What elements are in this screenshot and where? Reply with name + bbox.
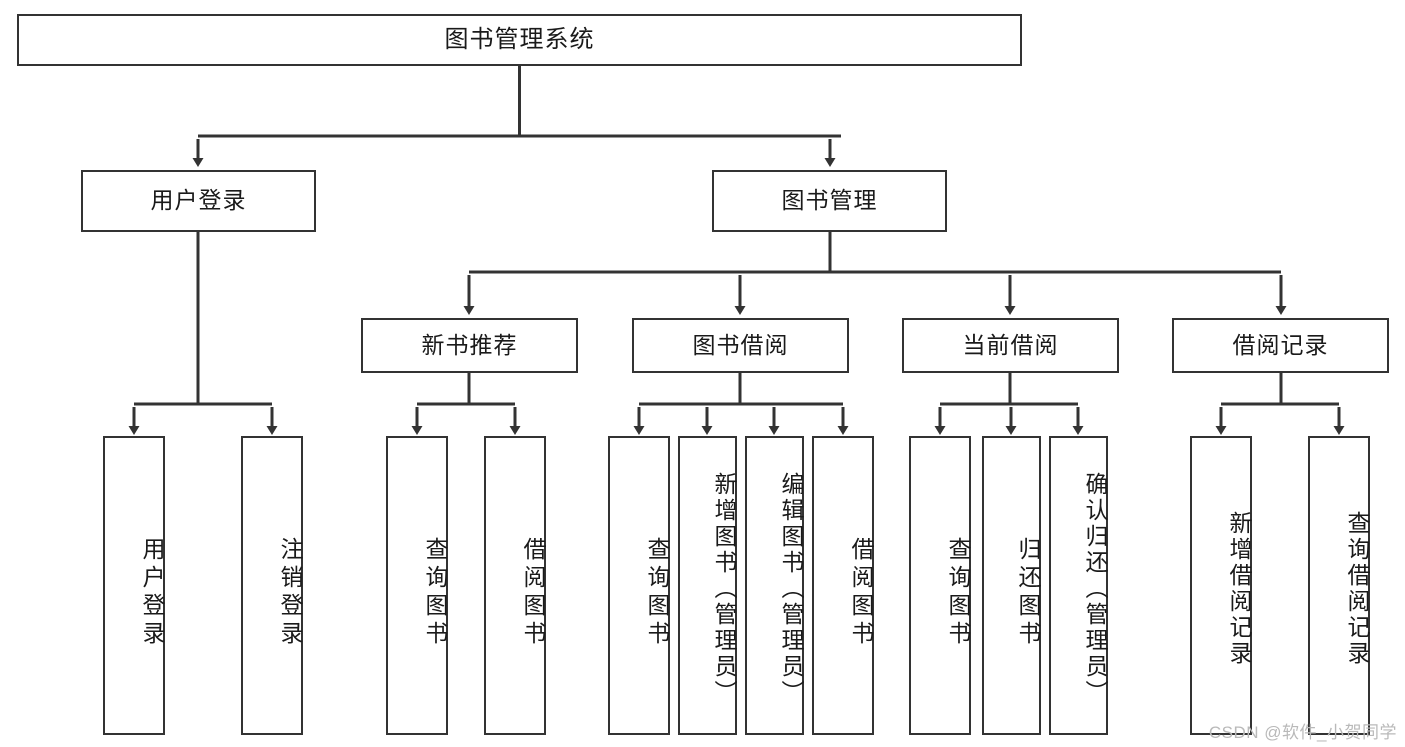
node-borrow-record[interactable]: 借阅记录 (1172, 318, 1389, 373)
leaf-confirm-return-admin[interactable]: 确认归还（管理员） (1049, 436, 1108, 735)
leaf-user-login[interactable]: 用户登录 (103, 436, 165, 735)
leaf-query-book-recommend[interactable]: 查询图书 (386, 436, 448, 735)
leaf-edit-book-admin[interactable]: 编辑图书（管理员） (745, 436, 804, 735)
node-root-system[interactable]: 图书管理系统 (17, 14, 1022, 66)
leaf-borrow-book-recommend[interactable]: 借阅图书 (484, 436, 546, 735)
node-new-book-recommend[interactable]: 新书推荐 (361, 318, 578, 373)
leaf-query-book-current[interactable]: 查询图书 (909, 436, 971, 735)
leaf-return-book[interactable]: 归还图书 (982, 436, 1041, 735)
leaf-query-book-borrow[interactable]: 查询图书 (608, 436, 670, 735)
leaf-add-book-admin[interactable]: 新增图书（管理员） (678, 436, 737, 735)
leaf-borrow-book-borrow[interactable]: 借阅图书 (812, 436, 874, 735)
node-current-borrow[interactable]: 当前借阅 (902, 318, 1119, 373)
leaf-query-borrow-record[interactable]: 查询借阅记录 (1308, 436, 1370, 735)
node-book-borrow[interactable]: 图书借阅 (632, 318, 849, 373)
leaf-user-logout[interactable]: 注销登录 (241, 436, 303, 735)
node-user-login[interactable]: 用户登录 (81, 170, 316, 232)
leaf-add-borrow-record[interactable]: 新增借阅记录 (1190, 436, 1252, 735)
node-book-management[interactable]: 图书管理 (712, 170, 947, 232)
watermark-text: CSDN @软件_小贺同学 (1208, 723, 1397, 742)
